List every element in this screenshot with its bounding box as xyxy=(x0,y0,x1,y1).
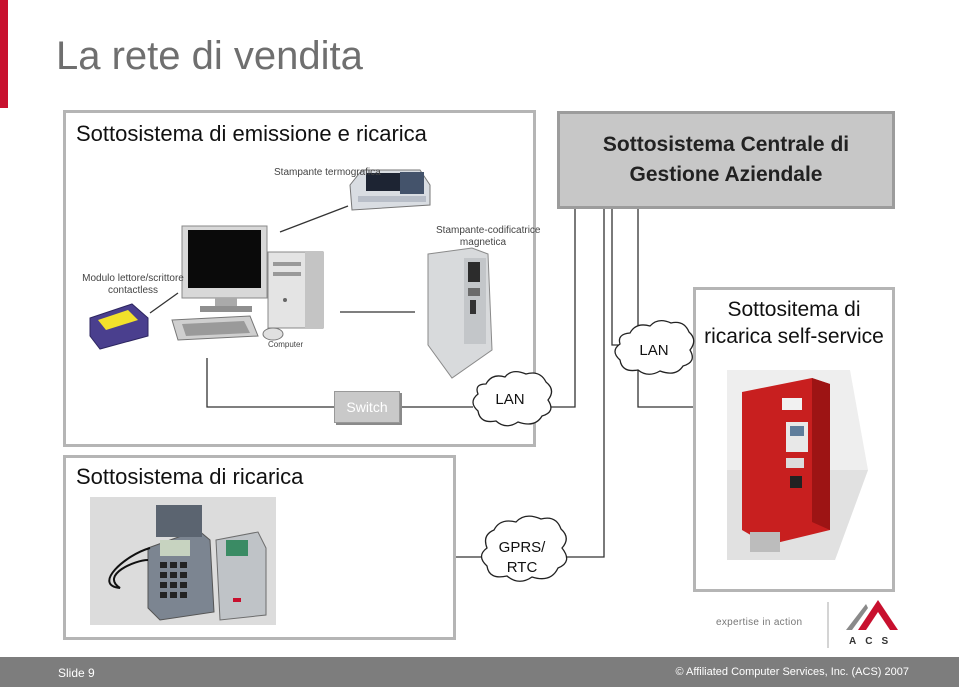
self-service-machine-icon xyxy=(727,370,868,560)
recharge-panel-title: Sottosistema di ricarica xyxy=(76,464,304,489)
self-service-title-line2: ricarica self-service xyxy=(704,325,884,348)
contactless-reader-icon xyxy=(89,303,149,350)
contactless-label-line2: contactless xyxy=(107,285,159,296)
keyboard-icon xyxy=(171,315,259,341)
lan-to-central-line xyxy=(547,209,576,408)
thermal-printer-icon xyxy=(349,169,431,211)
computer-tower-icon xyxy=(267,251,324,329)
acs-logo-mark-icon xyxy=(827,600,898,648)
accent-bar xyxy=(0,0,8,108)
central-title-line2: Gestione Aziendale xyxy=(629,163,823,186)
gprs-cloud xyxy=(480,515,568,582)
reader-link-line xyxy=(149,292,179,314)
printer-link-line xyxy=(279,205,349,233)
lan-right-cloud xyxy=(614,319,695,375)
central-management-box: Sottosistema Centrale di Gestione Aziend… xyxy=(557,111,895,209)
recharge-terminal-photo xyxy=(90,497,276,625)
self-service-title: Sottositema di ricarica self-service xyxy=(695,296,893,350)
self-service-title-line1: Sottositema di xyxy=(727,298,861,321)
gprs-label-line1: GPRS/ xyxy=(498,539,546,556)
central-to-lan-right-line xyxy=(611,209,620,346)
gprs-to-central-line xyxy=(566,209,605,558)
mouse-icon xyxy=(262,327,284,341)
network-diagram xyxy=(89,169,898,648)
computer-label: Computer xyxy=(268,340,304,349)
magnetic-encoder-label-line2: magnetica xyxy=(459,237,507,248)
switch-to-computer-line xyxy=(206,358,334,408)
footer-bar xyxy=(0,657,959,687)
magnetic-encoder-icon xyxy=(427,247,493,379)
lan-center-cloud xyxy=(472,370,553,427)
central-title-line1: Sottosistema Centrale di xyxy=(602,133,850,156)
contactless-label-line1: Modulo lettore/scrittore xyxy=(82,273,184,284)
slide-title: La rete di vendita xyxy=(56,34,363,78)
gprs-label: GPRS/ RTC xyxy=(494,538,550,578)
acs-logo-letters: ACS xyxy=(849,636,898,647)
lan-center-label: LAN xyxy=(495,391,525,408)
monitor-icon xyxy=(181,225,268,312)
brand-tagline: expertise in action xyxy=(716,617,803,628)
gprs-label-line2: RTC xyxy=(506,559,538,576)
copyright: © Affiliated Computer Services, Inc. (AC… xyxy=(675,666,909,678)
lan-right-label: LAN xyxy=(639,342,669,359)
slide-number: Slide 9 xyxy=(58,666,95,680)
magnetic-encoder-label-line1: Stampante-codificatrice xyxy=(436,225,541,236)
switch-box: Switch xyxy=(334,391,400,423)
contactless-label: Modulo lettore/scrittore contactless xyxy=(72,273,194,297)
emission-panel-title: Sottosistema di emissione e ricarica xyxy=(76,121,427,146)
thermal-printer-label: Stampante termografica xyxy=(274,167,381,178)
lan-right-to-central-line xyxy=(637,209,693,408)
magnetic-encoder-label: Stampante-codificatrice magnetica xyxy=(436,225,541,249)
